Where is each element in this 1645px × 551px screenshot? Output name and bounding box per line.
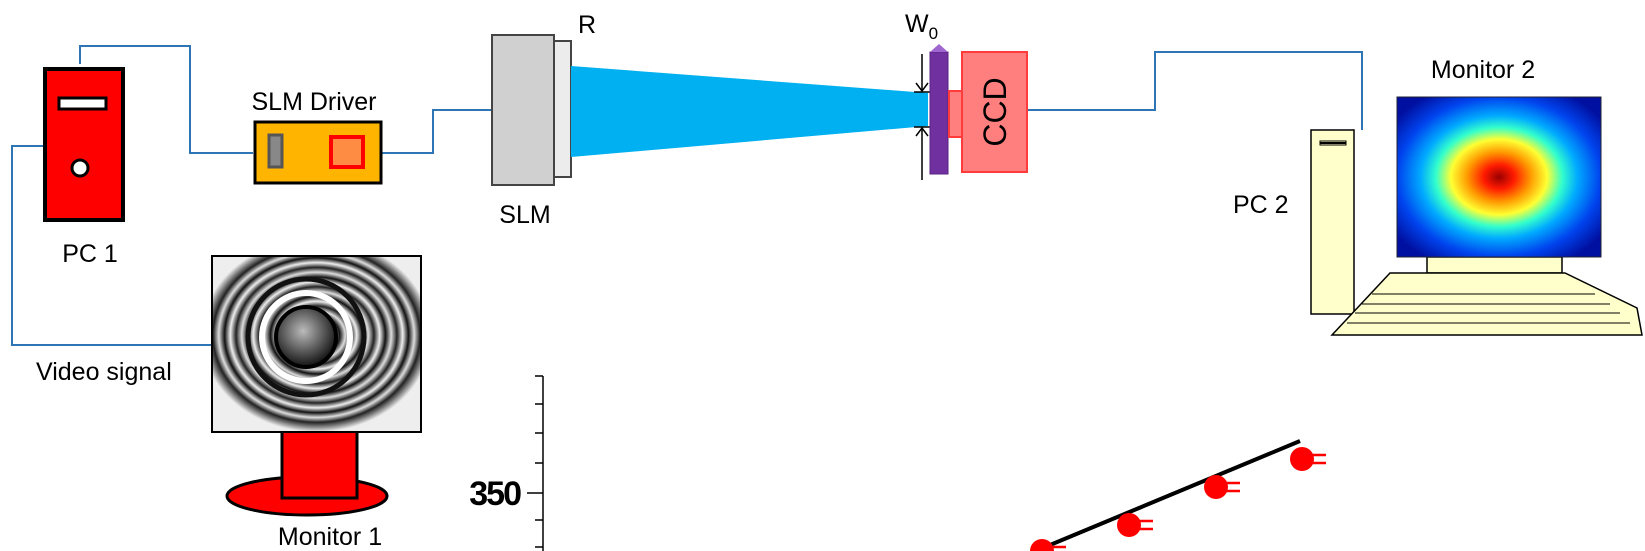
inset-data-point (1290, 447, 1326, 471)
monitor1-label: Monitor 1 (278, 523, 382, 551)
pc2-label: PC 2 (1233, 191, 1289, 219)
pc1-tower (43, 67, 125, 222)
phase-pattern-center (274, 305, 338, 369)
wire-driver-slm (381, 109, 492, 154)
ccd-camera (948, 51, 1028, 173)
wire-video-signal (11, 145, 212, 346)
w0-arrows (914, 54, 930, 180)
inset-points (1030, 447, 1326, 551)
pc1-label: PC 1 (62, 240, 118, 268)
video-signal-label: Video signal (36, 358, 172, 386)
wires (11, 45, 1363, 346)
ccd-label: CCD (977, 77, 1013, 146)
monitor2-screen (1396, 96, 1602, 258)
inset-data-point (1117, 513, 1153, 537)
slm-driver-box (253, 120, 383, 185)
w0-label: W0 (905, 10, 938, 43)
inset-data-point (1204, 475, 1240, 499)
pc2-computer (1310, 129, 1643, 336)
monitor2-label: Monitor 2 (1431, 56, 1535, 84)
slm-label: SLM (499, 201, 550, 229)
monitor1 (211, 255, 422, 517)
laser-beam (571, 66, 928, 157)
slm-driver-label: SLM Driver (251, 88, 376, 116)
inset-ticks (527, 375, 543, 548)
inset-plot: 350 (469, 375, 1326, 551)
inset-data-point (1030, 539, 1066, 551)
wire-ccd-pc2 (1027, 51, 1363, 130)
r-label: R (578, 11, 596, 39)
inset-ytick-label: 350 (469, 475, 521, 513)
polarizer-plate (929, 44, 949, 175)
slm-device (491, 34, 572, 186)
inset-fit-line (1037, 439, 1301, 551)
wire-pc1-driver (79, 45, 253, 154)
